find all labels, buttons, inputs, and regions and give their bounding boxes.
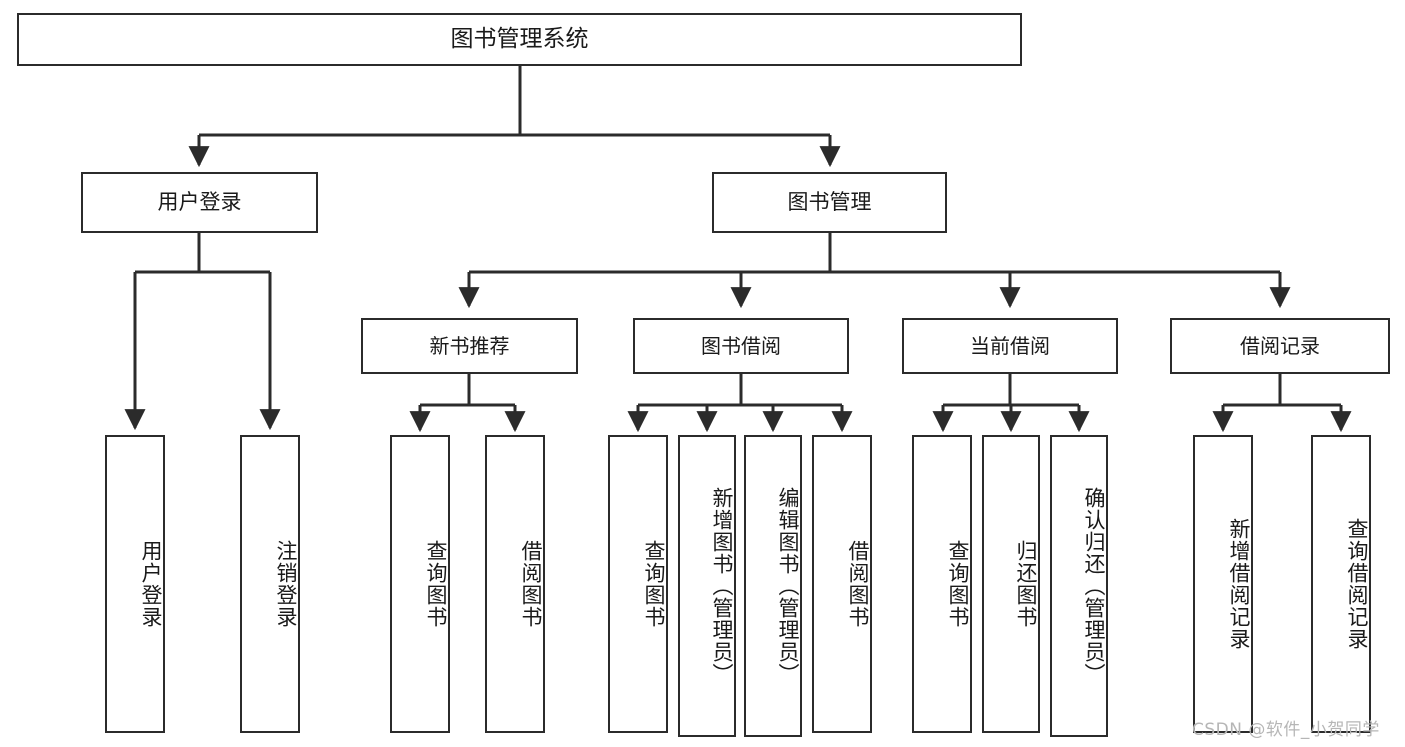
node-borrow-record[interactable]: 借阅记录 (1170, 318, 1390, 374)
leaf-new-book-query[interactable]: 查询图书 (390, 435, 450, 733)
leaf-book-borrow-edit[interactable]: 编辑图书（管理员） (744, 435, 802, 737)
node-label: 确认归还（管理员） (1082, 487, 1106, 685)
node-new-book-recommend[interactable]: 新书推荐 (361, 318, 578, 374)
node-label: 借阅图书 (846, 540, 870, 628)
leaf-borrow-record-add[interactable]: 新增借阅记录 (1193, 435, 1253, 733)
leaf-book-borrow-query[interactable]: 查询图书 (608, 435, 668, 733)
node-label: 用户登录 (139, 540, 163, 628)
node-label: 查询图书 (946, 540, 970, 628)
node-label: 查询图书 (424, 540, 448, 628)
node-label: 当前借阅 (970, 333, 1050, 358)
node-label: 图书管理系统 (450, 26, 589, 53)
leaf-current-borrow-query[interactable]: 查询图书 (912, 435, 972, 733)
node-user-login[interactable]: 用户登录 (81, 172, 318, 233)
node-label: 注销登录 (274, 540, 298, 628)
node-label: 查询借阅记录 (1345, 518, 1369, 650)
node-label: 图书管理 (787, 189, 872, 214)
node-label: 新增图书（管理员） (710, 487, 734, 685)
node-label: 新增借阅记录 (1227, 518, 1251, 650)
node-root-library-system[interactable]: 图书管理系统 (17, 13, 1022, 66)
node-label: 用户登录 (157, 189, 242, 214)
leaf-book-borrow-add[interactable]: 新增图书（管理员） (678, 435, 736, 737)
node-label: 编辑图书（管理员） (776, 487, 800, 685)
node-label: 归还图书 (1014, 540, 1038, 628)
node-label: 借阅记录 (1240, 333, 1320, 358)
node-label: 借阅图书 (519, 540, 543, 628)
leaf-user-login-login[interactable]: 用户登录 (105, 435, 165, 733)
leaf-borrow-record-query[interactable]: 查询借阅记录 (1311, 435, 1371, 733)
node-label: 图书借阅 (701, 333, 781, 358)
node-label: 新书推荐 (429, 333, 510, 358)
leaf-new-book-borrow[interactable]: 借阅图书 (485, 435, 545, 733)
node-book-management[interactable]: 图书管理 (712, 172, 947, 233)
leaf-current-borrow-confirm-return[interactable]: 确认归还（管理员） (1050, 435, 1108, 737)
leaf-current-borrow-return[interactable]: 归还图书 (982, 435, 1040, 733)
csdn-watermark: CSDN @软件_小贺同学 (1192, 720, 1380, 740)
node-book-borrow[interactable]: 图书借阅 (633, 318, 849, 374)
leaf-user-login-logout[interactable]: 注销登录 (240, 435, 300, 733)
node-current-borrow[interactable]: 当前借阅 (902, 318, 1118, 374)
leaf-book-borrow-borrow[interactable]: 借阅图书 (812, 435, 872, 733)
node-label: 查询图书 (642, 540, 666, 628)
